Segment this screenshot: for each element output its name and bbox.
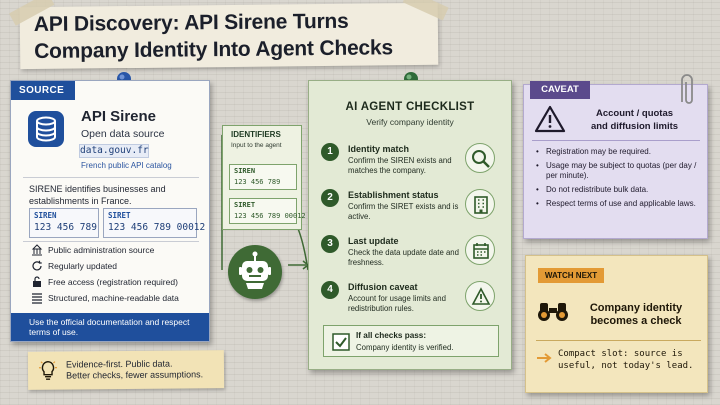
watch-title-line-1: Company identity: [589, 302, 683, 314]
evidence-note: Evidence-first. Public data. Better chec…: [27, 350, 225, 390]
source-catalog: French public API catalog: [81, 161, 172, 170]
caveat-list: Registration may be required. Usage may …: [536, 147, 704, 213]
step-title: Diffusion caveat: [348, 282, 418, 292]
warning-icon: [471, 287, 491, 305]
step-number: 2: [321, 189, 339, 207]
caveat-title: Account / quotas and diffusion limits: [572, 107, 697, 133]
list-icon: [32, 293, 42, 304]
divider: [23, 241, 199, 242]
step-description: Account for usage limits and redistribut…: [348, 294, 446, 313]
identifiers-title: IDENTIFIERS: [231, 130, 281, 139]
paperclip-icon: [681, 74, 693, 104]
step-description: Confirm the SIREN exists and matches the…: [348, 156, 452, 175]
siren-value: 123 456 789: [34, 222, 97, 233]
source-url-link[interactable]: data.gouv.fr: [79, 144, 149, 158]
watch-next-title: Company identity becomes a check: [576, 302, 696, 328]
checkbox-checked-icon: [332, 333, 350, 351]
caveat-card: CAVEAT Account / quotas and diffusion li…: [523, 81, 708, 239]
database-icon: [28, 111, 64, 147]
siret-label: SIRET: [108, 211, 131, 220]
watch-next-text: Compact slot: source is useful, not toda…: [558, 349, 694, 371]
agent-checklist: AI AGENT CHECKLIST Verify company identi…: [308, 80, 512, 370]
siren-label: SIREN: [34, 211, 57, 220]
arrow-right-icon: [537, 353, 552, 363]
title-strip: API Discovery: API Sirene Turns Company …: [19, 2, 439, 70]
lightbulb-icon: [38, 360, 57, 380]
step-icon-badge: [465, 281, 495, 311]
refresh-icon: [32, 260, 42, 271]
step-number: 3: [321, 235, 339, 253]
step-title: Identity match: [348, 144, 410, 154]
step-description: Confirm the SIRET exists and is active.: [348, 202, 459, 221]
caveat-item: Usage may be subject to quotas (per day …: [536, 161, 704, 181]
step-number: 4: [321, 281, 339, 299]
source-tag: SOURCE: [11, 81, 75, 100]
identifiers-subtitle: Input to the agent: [231, 142, 282, 149]
caveat-tag: CAVEAT: [530, 81, 590, 99]
source-card: SOURCE API Sirene Open data source data.…: [10, 80, 210, 342]
step-title: Last update: [348, 236, 399, 246]
siret-value: 123 456 789 00012: [108, 222, 206, 233]
checklist-step-3: 3 Last update Check the data update date…: [321, 235, 505, 283]
siret-box: SIRET 123 456 789 00012: [103, 208, 205, 238]
feature-label: Regularly updated: [48, 261, 117, 271]
magnifier-icon: [472, 150, 490, 168]
robot-agent: [228, 245, 282, 299]
page-title-line-2: Company Identity Into Agent Checks: [34, 36, 394, 64]
step-description: Check the data update date and freshness…: [348, 248, 459, 267]
caveat-item: Do not redistribute bulk data.: [536, 185, 704, 195]
step-icon-badge: [465, 235, 495, 265]
divider: [536, 340, 701, 341]
caveat-title-line-2: and diffusion limits: [590, 121, 679, 132]
evidence-line-2: Better checks, fewer assumptions.: [66, 369, 204, 381]
pass-text: Company identity is verified.: [356, 343, 454, 352]
divider: [532, 140, 700, 141]
source-description: SIRENE identifies businesses and establi…: [29, 184, 166, 206]
watch-title-line-2: becomes a check: [590, 315, 682, 327]
feature-label: Free access (registration required): [48, 277, 178, 287]
checklist-step-2: 2 Establishment status Confirm the SIRET…: [321, 189, 505, 237]
feature-label: Public administration source: [48, 245, 155, 255]
binoculars-icon: [538, 303, 568, 321]
robot-icon: [239, 251, 271, 289]
checklist-subtitle: Verify company identity: [366, 117, 454, 127]
checklist-step-4: 4 Diffusion caveat Account for usage lim…: [321, 281, 505, 329]
pass-title: If all checks pass:: [356, 331, 427, 340]
siren-value: 123 456 789: [234, 178, 281, 186]
warning-icon: [534, 105, 566, 133]
checklist-title: AI AGENT CHECKLIST: [345, 101, 475, 113]
siret-label: SIRET: [234, 201, 256, 209]
building-icon: [31, 244, 43, 256]
building-icon: [474, 196, 488, 214]
identifier-siret: SIRET 123 456 789 00012: [229, 198, 306, 224]
step-title: Establishment status: [348, 190, 439, 200]
step-icon-badge: [465, 189, 495, 219]
siren-box: SIREN 123 456 789: [29, 208, 99, 238]
source-name: API Sirene: [81, 108, 157, 125]
caveat-item: Registration may be required.: [536, 147, 704, 157]
identifier-siren: SIREN 123 456 789: [229, 164, 297, 190]
siren-label: SIREN: [234, 167, 256, 175]
step-icon-badge: [465, 143, 495, 173]
caveat-title-line-1: Account / quotas: [595, 108, 674, 119]
step-number: 1: [321, 143, 339, 161]
source-footer: Use the official documentation and respe…: [11, 313, 209, 341]
checks-pass-box: If all checks pass: Company identity is …: [323, 325, 499, 357]
source-subtitle: Open data source: [81, 128, 165, 140]
watch-next-card: WATCH NEXT Company identity becomes a ch…: [525, 255, 708, 393]
identifiers-panel: IDENTIFIERS Input to the agent SIREN 123…: [222, 125, 306, 230]
divider: [23, 177, 199, 178]
lock-icon: [33, 276, 41, 287]
caveat-item: Respect terms of use and applicable laws…: [536, 199, 704, 209]
calendar-icon: [473, 243, 489, 259]
page-title-line-1: API Discovery: API Sirene Turns: [33, 9, 349, 37]
feature-label: Structured, machine-readable data: [48, 293, 179, 303]
siret-value: 123 456 789 00012: [234, 212, 306, 220]
checklist-step-1: 1 Identity match Confirm the SIREN exist…: [321, 143, 505, 191]
watch-next-tag: WATCH NEXT: [538, 268, 604, 283]
